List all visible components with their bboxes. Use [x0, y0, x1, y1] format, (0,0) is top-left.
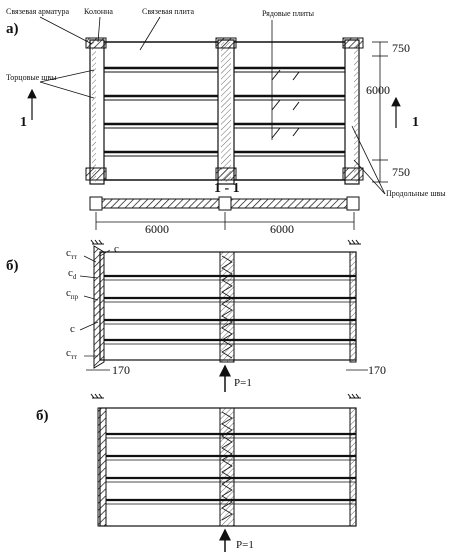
label-c-top: c	[114, 243, 119, 255]
column-right-b1	[349, 251, 357, 363]
middle-joint-springs-b1	[221, 255, 233, 359]
label-c-tr-bot: cтт	[66, 347, 77, 361]
label-column: Колонна	[84, 7, 113, 16]
tie-rebar-marks	[271, 69, 300, 139]
panel-a-label: а)	[6, 21, 19, 37]
section-mark-right: 1	[412, 115, 419, 130]
label-c-d: cd	[68, 267, 77, 281]
dim-170-left: 170	[112, 363, 130, 377]
label-end-joints: Торцовые швы	[6, 73, 57, 82]
panel-b2-label: б)	[36, 408, 49, 424]
dimensions-right: 750 6000 750	[366, 41, 410, 183]
dim-6000-vertical: 6000	[366, 83, 390, 97]
panel-b2: б) P=1	[36, 393, 361, 552]
supports-b2	[90, 393, 361, 399]
dim-6000-left: 6000	[145, 222, 169, 236]
panel-b1: б) cтт c	[6, 239, 386, 392]
column-left-b2	[97, 407, 107, 527]
label-tie-slab: Связевая плита	[142, 7, 194, 16]
supports-b1	[90, 239, 361, 245]
dim-750-top: 750	[392, 41, 410, 55]
section-mark-left: 1	[20, 115, 27, 130]
middle-joint-springs-b2	[221, 411, 233, 521]
leader-lines	[39, 16, 386, 195]
panel-a: а)	[6, 7, 446, 236]
load-label-b1: P=1	[234, 377, 252, 389]
label-row-slabs: Рядовые плиты	[262, 9, 315, 18]
columns	[85, 37, 364, 185]
spring-labels-b1: cтт c cd cпр c cтт	[66, 243, 119, 361]
dimensions-bottom: 6000 6000	[95, 212, 355, 236]
label-c-mid: c	[70, 323, 75, 335]
dim-170-right: 170	[368, 363, 386, 377]
dims-170: 170 170	[86, 363, 386, 377]
label-c-tr-top: cтт	[66, 247, 77, 261]
dim-750-bottom: 750	[392, 165, 410, 179]
slab-joints-b2	[106, 432, 356, 505]
section-marks: 1 1	[20, 88, 419, 130]
label-long-joints: Продольные швы	[386, 189, 446, 198]
section-title: 1 - 1	[214, 181, 240, 196]
label-c-np: cпр	[66, 287, 79, 301]
slab-joints-b1	[104, 274, 356, 345]
load-label-b2: P=1	[236, 539, 254, 551]
dim-6000-right: 6000	[270, 222, 294, 236]
column-right-b2	[349, 407, 357, 527]
panel-b1-label: б)	[6, 258, 19, 274]
label-tie-rebar: Связевая арматура	[6, 7, 69, 16]
column-left-b1	[93, 245, 105, 369]
section-1-1	[89, 196, 360, 211]
